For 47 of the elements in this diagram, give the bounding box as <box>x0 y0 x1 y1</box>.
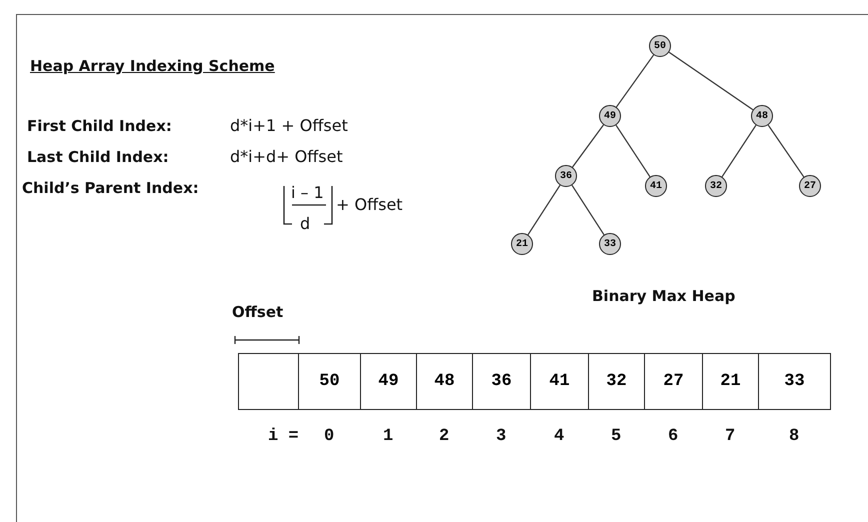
array-cell: 50 <box>298 353 361 410</box>
index-number: 2 <box>439 428 450 447</box>
formula-label: Last Child Index: <box>27 149 169 166</box>
index-number: 3 <box>496 428 506 447</box>
array-cell: 48 <box>416 353 473 410</box>
array-cell: 21 <box>702 353 759 410</box>
index-number: 4 <box>554 428 564 447</box>
tree-edge <box>668 52 754 110</box>
heap-node-circle: 50 <box>649 35 671 57</box>
index-number: 0 <box>324 428 334 447</box>
index-number: 8 <box>789 428 800 447</box>
tree-edge <box>572 124 604 168</box>
tree-edge <box>527 184 561 236</box>
formula-label: First Child Index: <box>27 118 172 134</box>
tree-edge <box>722 124 756 178</box>
array-cell: 33 <box>758 353 831 410</box>
index-number: 7 <box>725 428 736 447</box>
heap-node-circle: 32 <box>705 175 727 197</box>
heap-node-circle: 48 <box>751 105 773 127</box>
heap-node-circle: 27 <box>799 175 821 197</box>
index-number: 5 <box>611 428 622 447</box>
formula-label: Child’s Parent Index: <box>22 180 199 196</box>
tree-caption: Binary Max Heap <box>592 288 736 304</box>
heap-node-circle: 36 <box>555 165 577 187</box>
index-number: 6 <box>668 428 678 447</box>
heap-node-circle: 41 <box>645 175 667 197</box>
array-cell: 36 <box>472 353 531 410</box>
heap-node-circle: 49 <box>599 105 621 127</box>
array-cell: 49 <box>360 353 417 410</box>
title: Heap Array Indexing Scheme <box>30 58 275 74</box>
tree-edge <box>616 54 654 108</box>
tree-edge <box>768 124 804 178</box>
heap-node-circle: 21 <box>511 233 533 255</box>
offset-label: Offset <box>232 304 284 320</box>
array-cell: 41 <box>530 353 589 410</box>
formula-text: d*i+d+ Offset <box>230 148 343 166</box>
array-cell: 32 <box>588 353 645 410</box>
formula-text: + Offset <box>336 196 403 214</box>
formula-denominator: d <box>300 215 310 233</box>
tree-edge <box>571 184 605 236</box>
array-cell: 27 <box>644 353 703 410</box>
index-number: 1 <box>383 428 394 447</box>
formula-text: d*i+1 + Offset <box>230 117 348 135</box>
tree-edge <box>616 124 650 178</box>
heap-node-circle: 33 <box>599 233 621 255</box>
index-label: i = <box>268 428 299 447</box>
formula-numerator: i – 1 <box>291 184 324 202</box>
